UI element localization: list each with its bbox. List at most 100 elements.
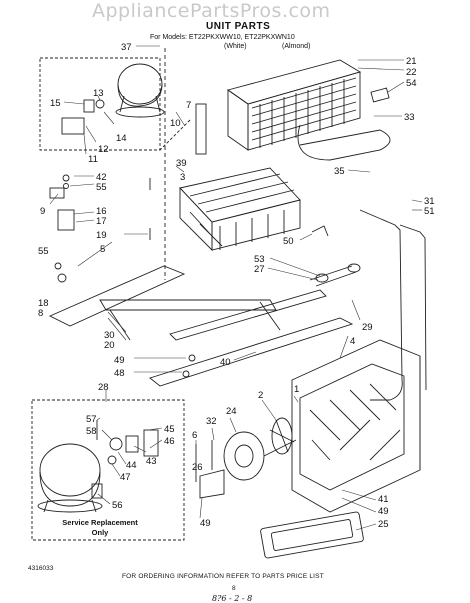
clip-part-13 <box>95 99 105 109</box>
callout-27: 27 <box>254 264 265 275</box>
callout-19: 19 <box>96 230 107 241</box>
service-note-line2: Only <box>91 528 109 537</box>
clip-part-50 <box>311 225 329 237</box>
service-replacement-box <box>31 399 185 541</box>
variant-almond: (Almond) <box>282 43 311 50</box>
callout-18: 18 <box>38 298 49 309</box>
callout-10: 10 <box>170 118 181 129</box>
compressor-top <box>115 63 165 118</box>
drier-part-27 <box>309 263 361 287</box>
callout-55-lower: 55 <box>38 246 49 257</box>
callout-21: 21 <box>406 56 417 67</box>
callout-28: 28 <box>98 382 109 393</box>
callout-3: 3 <box>180 172 185 183</box>
callout-15: 15 <box>50 98 61 109</box>
bracket-part-7 <box>195 103 207 155</box>
callout-44: 44 <box>126 460 137 471</box>
callout-39: 39 <box>176 158 187 169</box>
callout-48: 48 <box>114 368 125 379</box>
callout-8: 8 <box>38 308 43 319</box>
service-note-line1: Service Replacement <box>62 518 138 527</box>
callout-33: 33 <box>404 112 415 123</box>
callout-22: 22 <box>406 67 417 78</box>
callout-1: 1 <box>294 384 299 395</box>
drain-pan-part-25 <box>260 511 364 559</box>
compressor-bottom <box>37 443 103 513</box>
callout-47: 47 <box>120 472 131 483</box>
screw-part-42 <box>62 174 70 182</box>
footer-note: FOR ORDERING INFORMATION REFER TO PARTS … <box>122 573 324 580</box>
condenser-coil <box>226 59 362 151</box>
drain-tube-part-33 <box>297 124 391 161</box>
clip-part-47 <box>107 455 117 465</box>
callout-13: 13 <box>93 88 104 99</box>
base-rails <box>48 265 354 387</box>
diagram-title: UNIT PARTS <box>206 21 271 32</box>
callout-57: 57 <box>86 414 97 425</box>
callout-49-right: 49 <box>378 506 389 517</box>
callout-50: 50 <box>283 236 294 247</box>
fan-bracket-part-26 <box>199 469 225 499</box>
overload-part-43 <box>125 435 139 453</box>
callout-37: 37 <box>121 42 132 53</box>
callout-46: 46 <box>164 436 175 447</box>
callout-42: 42 <box>96 172 107 183</box>
callout-40: 40 <box>220 357 231 368</box>
handwritten-note: 8?6 - 2 - 8 <box>212 594 253 603</box>
models-line: For Models: ET22PKXWW10, ET22PKXWN10 <box>150 34 295 41</box>
fan-blade-part-2 <box>269 417 295 455</box>
callout-30: 30 <box>104 330 115 341</box>
page-number: 8 <box>232 585 236 592</box>
relay-part-16 <box>57 209 75 231</box>
callout-53: 53 <box>254 254 265 265</box>
callout-43: 43 <box>146 456 157 467</box>
callout-35: 35 <box>334 166 345 177</box>
callout-54: 54 <box>406 78 417 89</box>
callout-11: 11 <box>88 154 98 165</box>
callout-5: 5 <box>100 244 105 255</box>
watermark: AppliancePartsPros.com <box>92 0 331 22</box>
relay-part-9 <box>49 187 65 199</box>
callout-29: 29 <box>362 322 373 333</box>
callout-6: 6 <box>192 430 197 441</box>
overload-part-15 <box>83 99 95 113</box>
callout-20: 20 <box>104 340 115 351</box>
callout-24: 24 <box>226 406 237 417</box>
callout-2: 2 <box>258 390 263 401</box>
callout-41: 41 <box>378 494 389 505</box>
callout-17: 17 <box>96 216 107 227</box>
relay-part-11 <box>61 117 85 135</box>
evaporator-coil <box>179 167 301 252</box>
capacitor-part-56 <box>91 483 103 499</box>
callout-16: 16 <box>96 206 107 217</box>
callout-45: 45 <box>164 424 175 435</box>
screw-part-18 <box>57 273 67 283</box>
screw-part-55-upper <box>63 183 69 189</box>
callout-58: 58 <box>86 426 97 437</box>
screw-part-49-upper <box>188 354 196 362</box>
callout-51: 51 <box>424 206 435 217</box>
relay-part-46 <box>143 429 159 457</box>
callout-7: 7 <box>186 100 191 111</box>
callout-14: 14 <box>116 133 127 144</box>
callout-56: 56 <box>112 500 123 511</box>
callout-26: 26 <box>192 462 203 473</box>
screw-part-48 <box>182 370 190 378</box>
callout-4: 4 <box>350 336 355 347</box>
cover-part-45 <box>109 437 123 451</box>
callout-49-upper: 49 <box>114 355 125 366</box>
callout-31: 31 <box>424 196 435 207</box>
callout-12: 12 <box>98 144 109 155</box>
mounting-plate-part-1 <box>291 339 421 513</box>
screw-part-55-lower <box>54 262 62 270</box>
clip-part-54 <box>370 87 390 103</box>
callout-32: 32 <box>206 416 217 427</box>
callout-49-lower: 49 <box>200 518 211 529</box>
callout-55-upper: 55 <box>96 182 107 193</box>
tube-part-51 <box>399 224 427 391</box>
variant-white: (White) <box>224 43 247 50</box>
part-number: 4316033 <box>28 565 54 572</box>
callout-25: 25 <box>378 519 389 530</box>
